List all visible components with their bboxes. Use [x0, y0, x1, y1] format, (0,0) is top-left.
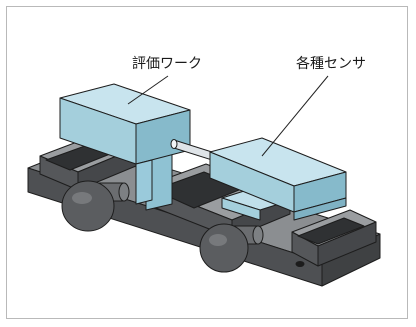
right-rail-block-side — [317, 221, 377, 267]
label-evaluation-work: 評価ワーク — [132, 56, 202, 72]
sensor-leader-line — [261, 75, 329, 157]
work-lower-lip — [135, 159, 153, 205]
right-knob-shaft-end — [252, 225, 264, 245]
left-knob-face — [61, 180, 115, 232]
right-knob-highlight — [209, 234, 227, 246]
sensor-support-front — [221, 197, 261, 221]
sensor-block — [209, 137, 347, 221]
right-knob-face — [199, 223, 249, 273]
right-slot — [297, 217, 365, 245]
probe-rod-tip — [170, 139, 178, 149]
right-knob — [199, 223, 264, 273]
base-rail — [27, 133, 381, 287]
left-knob-highlight — [72, 192, 92, 204]
probe-rod-body — [173, 139, 213, 161]
work-leader-line — [127, 75, 169, 105]
label-sensors: 各種センサ — [296, 56, 366, 72]
mount-hole — [295, 261, 305, 267]
evaluation-work-block — [59, 83, 191, 211]
left-knob-shaft-end — [118, 182, 130, 202]
sensor-bottom-lip — [293, 197, 347, 221]
left-knob — [61, 180, 130, 232]
